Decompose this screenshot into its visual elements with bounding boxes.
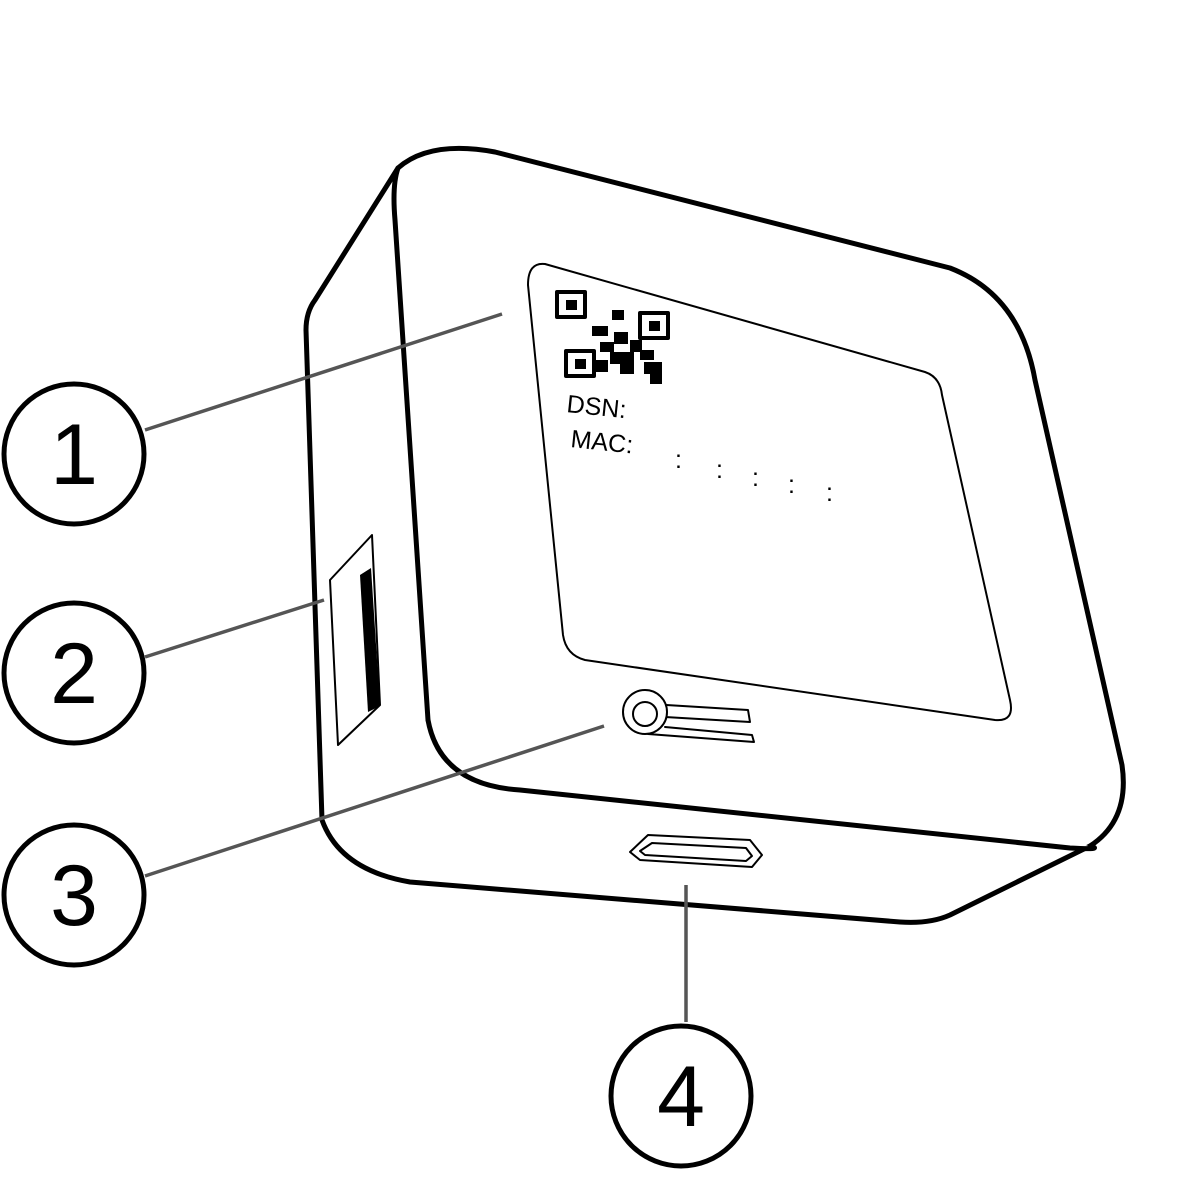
leader-line-1 [144,312,503,432]
callout-4: 4 [608,1023,754,1169]
front-face-edge [425,717,1097,852]
callout-number: 2 [50,626,98,722]
callout-1: 1 [1,381,147,527]
callout-number: 1 [50,407,98,503]
label-panel [527,262,1012,722]
callout-number: 3 [50,848,98,944]
dsn-label: DSN: [565,390,627,424]
usb-port [629,834,763,868]
qr-code [555,290,670,384]
leader-line-3 [144,724,605,878]
side-face-edge [391,165,431,723]
callout-2: 2 [1,600,147,746]
callout-number: 4 [657,1049,705,1145]
mac-label: MAC: [569,425,634,459]
mac-separator: : [675,446,682,474]
qr-finder-top-left [555,290,587,319]
callout-3: 3 [1,822,147,968]
side-slot [329,534,381,746]
mac-separator: : [752,464,759,492]
mac-separator: : [716,456,723,484]
mac-separators: : : : : : [675,446,833,507]
leader-line-2 [144,598,325,659]
reset-hole [622,689,755,743]
mac-separator: : [788,471,795,499]
mac-separator: : [826,479,833,507]
